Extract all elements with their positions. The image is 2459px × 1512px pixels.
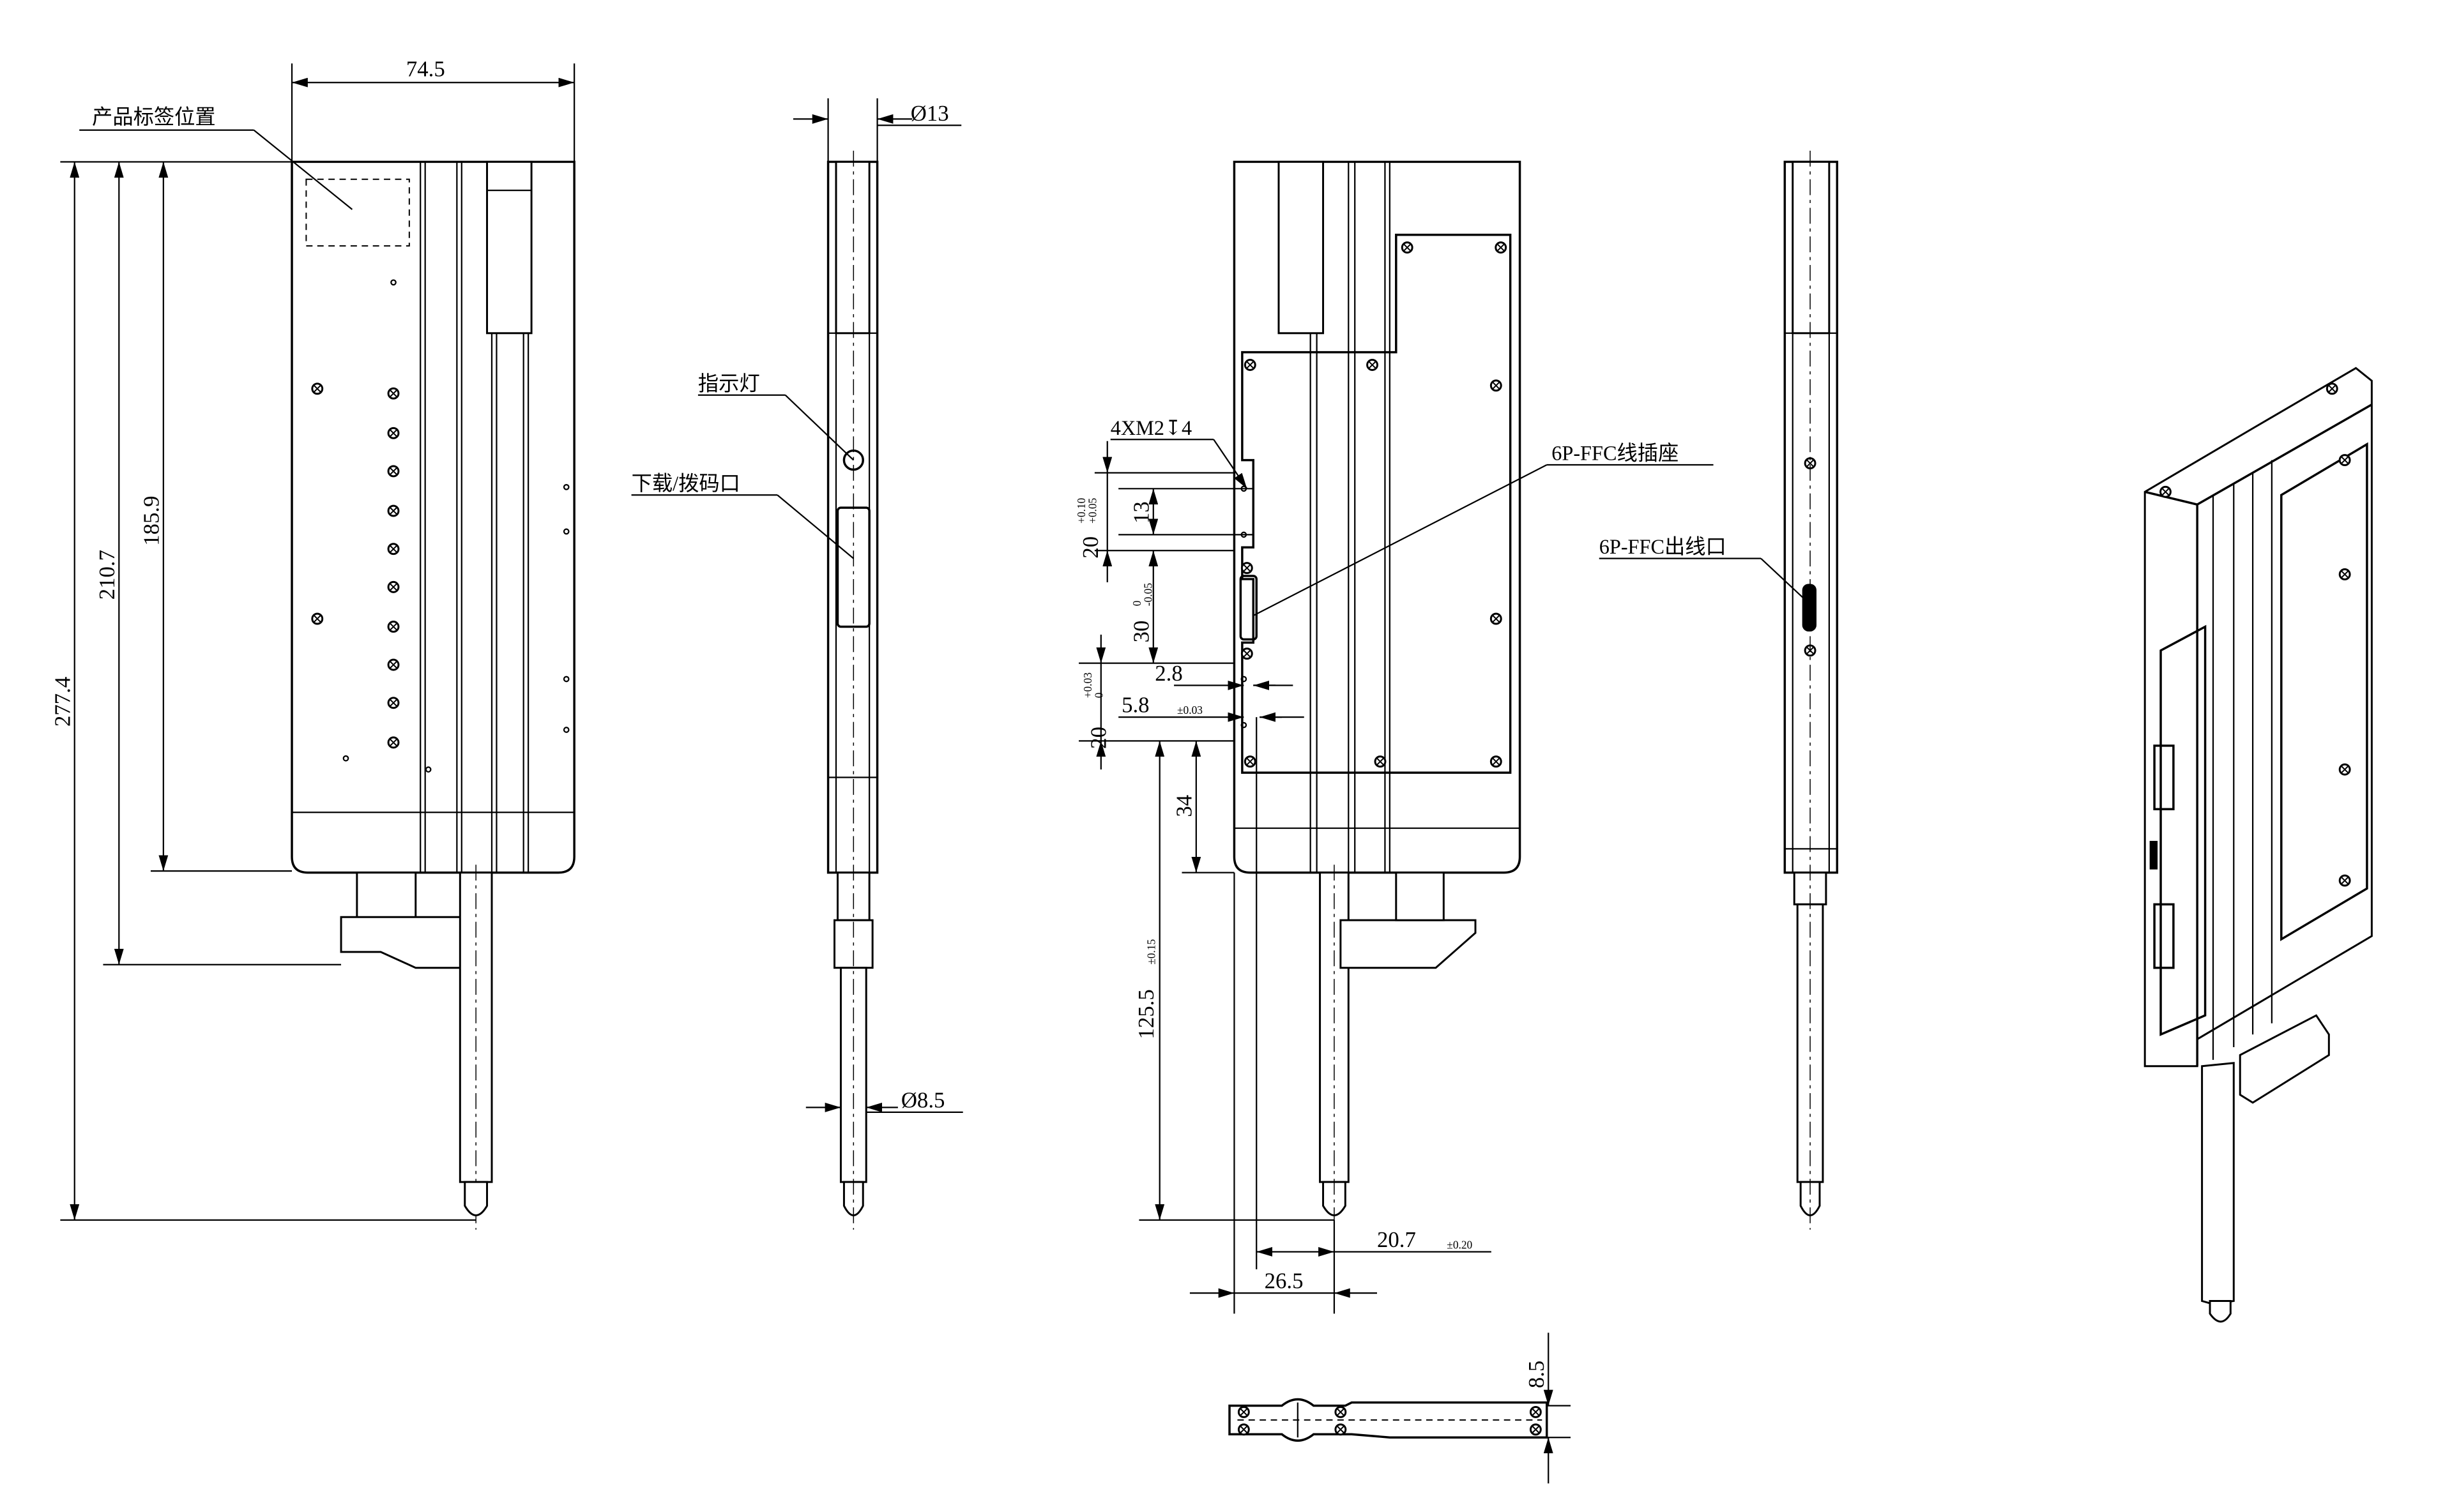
front-view: 74.5 277.4 210.7 185.9 产品标签位置 [50,56,575,1230]
label-product-label-position: 产品标签位置 [92,105,216,128]
tol-slot-top-upper: +0.10 [1076,497,1088,524]
dim-offset-a: 2.8 [1155,661,1182,686]
dim-side-diameter: Ø13 [911,101,949,126]
tol-gap-upper: 0 [1131,600,1143,606]
label-area [305,178,410,247]
tol-slot-bottom-upper: +0.03 [1082,672,1094,699]
label-screw-spec: 4XM2↧4 [1111,416,1192,439]
dim-rod-offset: 20.7 [1377,1227,1416,1252]
tol-offset-b: ±0.03 [1177,704,1203,716]
ffc-outlet [1802,584,1817,631]
dim-section-thickness: 8.5 [1524,1361,1549,1388]
side-view-right: 6P-FFC出线口 [1599,151,1839,1230]
dim-rod-from-edge: 26.5 [1265,1269,1304,1294]
tol-stroke: ±0.15 [1145,939,1157,964]
dim-slot-top: 20 [1078,536,1103,559]
label-ffc-socket: 6P-FFC线插座 [1551,442,1679,465]
label-indicator-light: 指示灯 [698,372,760,395]
side-view-left: Ø13 Ø8.5 指示灯 下载/拨码口 [632,98,963,1230]
back-view: 4XM2↧4 6P-FFC线插座 20 +0.10 +0.05 13 30 0 … [1076,160,1714,1314]
dim-total-height: 277.4 [50,677,75,727]
tol-rod-offset: ±0.20 [1447,1239,1472,1251]
tol-gap-lower: -0.05 [1142,583,1154,607]
ffc-socket [1239,575,1258,641]
dim-slot-bottom: 20 [1086,727,1111,749]
isometric-view [2143,367,2373,1323]
dim-offset-b: 5.8 [1122,693,1149,718]
dim-gap: 30 [1129,621,1153,643]
dim-bottom-gap: 34 [1171,795,1196,817]
dim-height-bracket: 210.7 [95,550,119,600]
label-download-port: 下载/拨码口 [632,472,740,495]
dim-body-height: 185.9 [139,496,164,546]
dim-width: 74.5 [406,56,445,81]
dim-hole-spacing: 13 [1129,501,1153,524]
tol-slot-top-lower: +0.05 [1086,497,1099,524]
dim-rod-diameter: Ø8.5 [901,1087,945,1112]
tol-slot-bottom-lower: 0 [1093,692,1105,698]
dim-stroke: 125.5 [1134,989,1159,1039]
bottom-section-view: 8.5 [1228,1333,1571,1484]
label-ffc-outlet: 6P-FFC出线口 [1599,535,1726,558]
